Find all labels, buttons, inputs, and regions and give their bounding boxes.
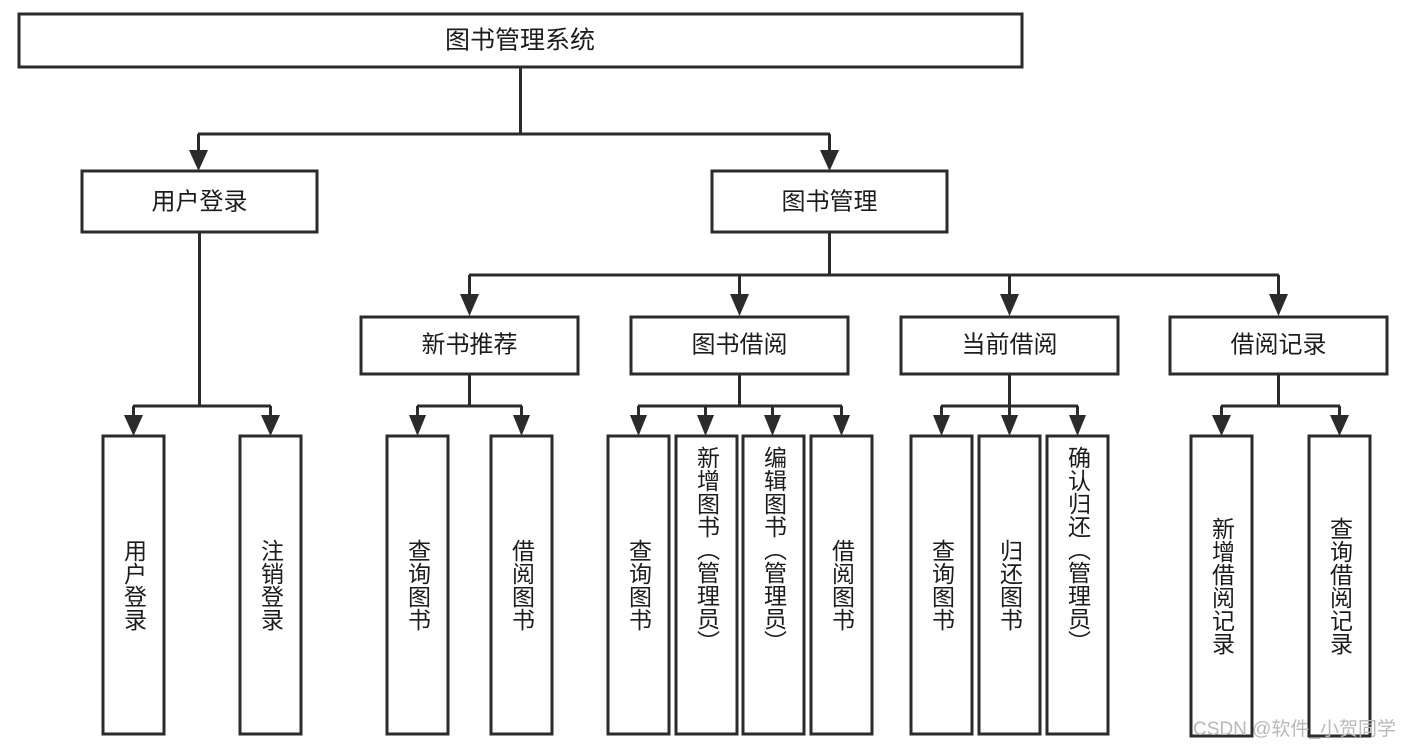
node-book-borrow[interactable]: 图书借阅 — [629, 315, 850, 376]
leaf-box-borrow-book-1[interactable] — [489, 434, 554, 736]
arrow-head-icon — [1000, 294, 1019, 316]
user-login-label: 用户登录 — [152, 188, 248, 215]
arrow-head-icon — [820, 150, 839, 171]
connector-borrow-record-to-leaves — [1212, 374, 1349, 436]
arrow-head-icon — [261, 415, 280, 436]
leaf-box-query-borrow-record[interactable] — [1307, 434, 1372, 738]
arrow-head-icon — [730, 294, 749, 316]
arrow-head-icon — [833, 415, 850, 436]
node-user-login[interactable]: 用户登录 — [80, 169, 319, 234]
arrow-head-icon — [1001, 415, 1018, 436]
leaf-box-confirm-return-admin[interactable] — [1045, 434, 1110, 736]
root-label: 图书管理系统 — [445, 27, 595, 55]
connector-new-book-recommend-to-leaves — [409, 374, 530, 436]
csdn-watermark: CSDN @软件_小贺同学 — [1193, 719, 1396, 740]
node-root[interactable]: 图书管理系统 — [17, 12, 1024, 69]
node-current-borrow[interactable]: 当前借阅 — [899, 315, 1120, 376]
connector-user-login-to-leaves — [124, 232, 280, 436]
arrow-head-icon — [460, 294, 479, 316]
leaf-box-query-book-3[interactable] — [909, 434, 974, 736]
arrow-head-icon — [630, 415, 647, 436]
current-borrow-box — [899, 315, 1120, 376]
arrow-head-icon — [933, 415, 950, 436]
borrow-record-label: 借阅记录 — [1231, 331, 1327, 358]
arrow-head-icon — [189, 150, 208, 171]
new-book-recommend-label: 新书推荐 — [422, 331, 518, 358]
node-borrow-record[interactable]: 借阅记录 — [1168, 315, 1389, 376]
arrow-head-icon — [1330, 415, 1349, 436]
new-book-recommend-box — [359, 315, 580, 376]
node-book-management[interactable]: 图书管理 — [710, 169, 949, 234]
book-management-label: 图书管理 — [782, 188, 878, 215]
leaf-box-query-book-2[interactable] — [606, 434, 671, 736]
book-borrow-label: 图书借阅 — [692, 331, 788, 358]
leaf-box-edit-book-admin[interactable] — [741, 434, 806, 736]
arrow-head-icon — [124, 415, 143, 436]
leaf-box-user-login[interactable] — [101, 434, 166, 736]
arrow-head-icon — [697, 415, 714, 436]
current-borrow-label: 当前借阅 — [962, 331, 1058, 358]
connector-current-borrow-to-leaves — [933, 374, 1086, 436]
leaf-box-logout[interactable] — [238, 434, 303, 736]
connector-book-management-to-level3 — [460, 232, 1288, 316]
arrow-head-icon — [764, 415, 781, 436]
arrow-head-icon — [513, 415, 530, 436]
leaf-box-query-book-1[interactable] — [385, 434, 450, 736]
user-login-box — [80, 169, 319, 234]
root-box — [17, 12, 1024, 69]
leaf-box-borrow-book-2[interactable] — [809, 434, 874, 736]
connector-book-borrow-to-leaves — [630, 374, 850, 436]
arrow-head-icon — [1269, 294, 1288, 316]
arrow-head-icon — [1212, 415, 1231, 436]
connector-root-to-level2 — [189, 67, 839, 171]
arrow-head-icon — [409, 415, 426, 436]
leaf-box-add-borrow-record[interactable] — [1189, 434, 1254, 738]
leaf-box-return-book[interactable] — [977, 434, 1042, 736]
arrow-head-icon — [1069, 415, 1086, 436]
node-new-book-recommend[interactable]: 新书推荐 — [359, 315, 580, 376]
leaf-box-add-book-admin[interactable] — [674, 434, 739, 736]
